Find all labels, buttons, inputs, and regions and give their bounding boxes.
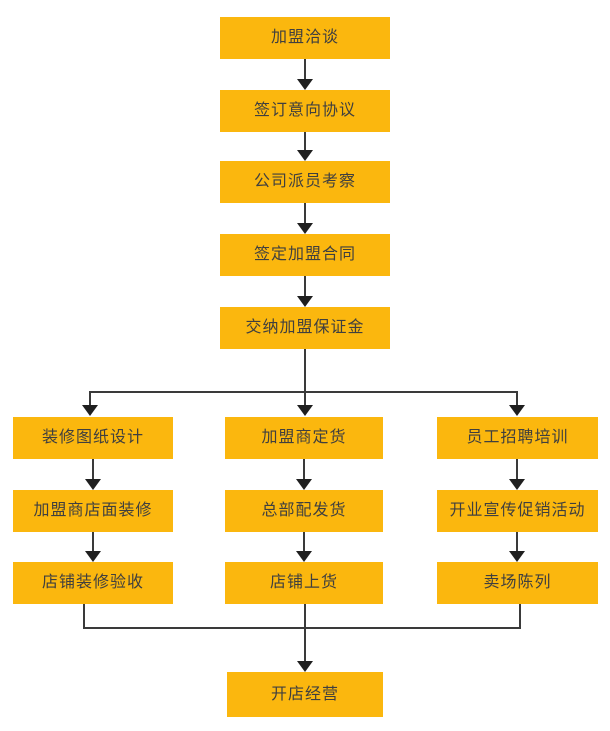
step-store-renovation-acceptance: 店铺装修验收 [13, 562, 173, 604]
step-franchisee-ordering: 加盟商定货 [225, 417, 383, 459]
branch-arrow-middle-arrowhead [297, 405, 313, 416]
final-arrow-line [304, 627, 306, 661]
connector-main-3-line [304, 203, 306, 223]
branch-arrow-left-line [89, 391, 91, 405]
branch-arrow-right-line [516, 391, 518, 405]
connector-main-3-arrowhead [297, 223, 313, 234]
connector-left-2-arrowhead [85, 551, 101, 562]
step-store-opening: 开店经营 [227, 672, 383, 717]
merge-horizontal-line [83, 627, 521, 629]
step-renovation-drawing-design: 装修图纸设计 [13, 417, 173, 459]
connector-main-4-arrowhead [297, 296, 313, 307]
connector-left-1-line [92, 459, 94, 479]
connector-right-2-line [516, 532, 518, 551]
connector-middle-1-arrowhead [296, 479, 312, 490]
step-hq-distribution: 总部配发货 [225, 490, 383, 532]
step-sales-floor-display: 卖场陈列 [437, 562, 598, 604]
connector-right-1-line [516, 459, 518, 479]
merge-stub-left-line [83, 604, 85, 629]
connector-middle-1-line [303, 459, 305, 479]
merge-stub-middle-line [304, 604, 306, 629]
step-franchise-negotiation: 加盟洽谈 [220, 17, 390, 59]
step-staff-recruitment-training: 员工招聘培训 [437, 417, 598, 459]
step-sign-franchise-contract: 签定加盟合同 [220, 234, 390, 276]
step-pay-franchise-deposit: 交纳加盟保证金 [220, 307, 390, 349]
connector-right-2-arrowhead [509, 551, 525, 562]
connector-main-1-arrowhead [297, 79, 313, 90]
connector-main-2-line [304, 132, 306, 150]
step-sign-intent-agreement: 签订意向协议 [220, 90, 390, 132]
connector-main-2-arrowhead [297, 150, 313, 161]
connector-right-1-arrowhead [509, 479, 525, 490]
merge-stub-right-line [519, 604, 521, 629]
connector-middle-2-line [303, 532, 305, 551]
connector-middle-2-arrowhead [296, 551, 312, 562]
connector-main-4-line [304, 276, 306, 296]
step-company-field-inspection: 公司派员考察 [220, 161, 390, 203]
branch-split-horizontal-line [89, 391, 518, 393]
step-franchisee-store-renovation: 加盟商店面装修 [13, 490, 173, 532]
step-store-stocking: 店铺上货 [225, 562, 383, 604]
connector-left-1-arrowhead [85, 479, 101, 490]
connector-main-1-line [304, 59, 306, 79]
connector-left-2-line [92, 532, 94, 551]
step-opening-promotion-campaign: 开业宣传促销活动 [437, 490, 598, 532]
final-arrow-arrowhead [297, 661, 313, 672]
branch-arrow-middle-line [304, 391, 306, 405]
branch-split-stub-line [304, 349, 306, 393]
branch-arrow-right-arrowhead [509, 405, 525, 416]
branch-arrow-left-arrowhead [82, 405, 98, 416]
